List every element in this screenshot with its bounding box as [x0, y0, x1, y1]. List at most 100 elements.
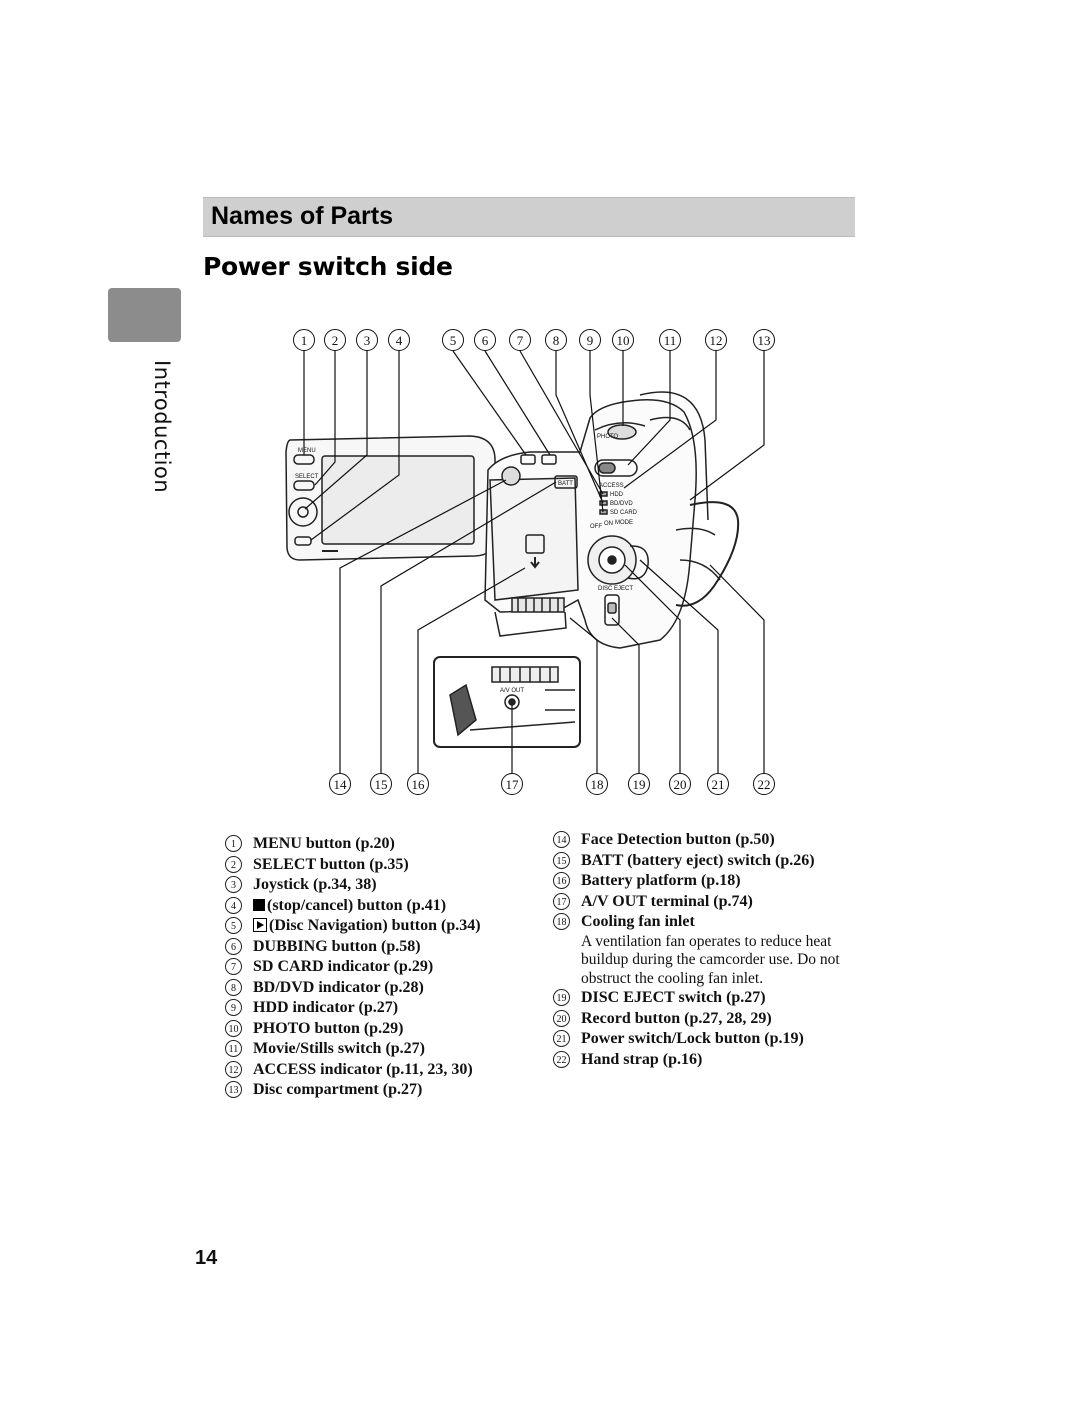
cam-label-off: OFF: [590, 524, 602, 530]
part-number: 2: [225, 855, 242, 873]
section-subtitle: Power switch side: [203, 252, 453, 281]
part-number: 14: [553, 831, 570, 848]
part-label: DISC EJECT switch (p.27): [581, 989, 766, 1006]
part-item: 5 (Disc Navigation) button (p.34): [225, 916, 515, 937]
part-item: 7 SD CARD indicator (p.29): [225, 957, 515, 978]
cam-label-on: ON: [604, 521, 613, 527]
part-item: 14 Face Detection button (p.50): [553, 830, 843, 851]
part-item: 15 BATT (battery eject) switch (p.26): [553, 851, 843, 872]
part-number: 15: [553, 851, 570, 869]
part-label: Battery platform (p.18): [581, 872, 741, 889]
stop-square-icon: [253, 898, 265, 911]
part-label: Record button (p.27, 28, 29): [581, 1009, 772, 1027]
parts-list-right: 14 Face Detection button (p.50) 15 BATT (ba…: [553, 830, 843, 1070]
part-item: 8 BD/DVD indicator (p.28): [225, 978, 515, 999]
callout-10: 10: [612, 329, 634, 351]
callout-8: 8: [545, 329, 567, 351]
title-banner: Names of Parts: [203, 197, 855, 237]
part-label: MENU button (p.20): [253, 835, 395, 852]
page-title: Names of Parts: [211, 202, 394, 230]
callout-16: 16: [407, 773, 429, 795]
callout-1: 1: [293, 329, 315, 351]
part-label: (stop/cancel) button (p.41): [267, 896, 447, 914]
part-label: Movie/Stills switch (p.27): [253, 1040, 425, 1057]
cam-label-bddvd: BD/DVD: [610, 501, 633, 507]
part-label: Cooling fan inlet: [581, 913, 695, 930]
part-number: 10: [225, 1019, 242, 1037]
part-label: Disc compartment (p.27): [253, 1081, 423, 1098]
cam-label-access: ACCESS: [599, 483, 624, 489]
part-number: 6: [225, 937, 242, 955]
part-label: HDD indicator (p.27): [253, 999, 399, 1016]
callout-9: 9: [579, 329, 601, 351]
callout-22: 22: [753, 773, 775, 795]
cam-label-sdcard: SD CARD: [610, 510, 638, 516]
callout-17: 17: [501, 773, 523, 795]
part-label: Hand strap (p.16): [581, 1050, 703, 1068]
part-label: PHOTO button (p.29): [253, 1019, 404, 1037]
callout-4: 4: [388, 329, 410, 351]
part-label: Face Detection button (p.50): [581, 831, 775, 848]
part-label: BATT (battery eject) switch (p.26): [581, 851, 815, 869]
part-item: 6 DUBBING button (p.58): [225, 937, 515, 958]
play-box-icon: [253, 918, 267, 932]
cam-label-mode: MODE: [615, 520, 633, 526]
part-item: 4 (stop/cancel) button (p.41): [225, 896, 515, 917]
part-number: 3: [225, 876, 242, 893]
part-number: 19: [553, 989, 570, 1006]
part-number: 22: [553, 1050, 570, 1068]
section-label: Introduction: [150, 360, 174, 494]
part-number: 20: [553, 1009, 570, 1027]
callout-20: 20: [669, 773, 691, 795]
part-label: Joystick (p.34, 38): [253, 876, 377, 893]
part-item: 20 Record button (p.27, 28, 29): [553, 1009, 843, 1030]
callout-2: 2: [324, 329, 346, 351]
part-description: A ventilation fan operates to reduce hea…: [581, 932, 840, 987]
cam-label-menu: MENU: [298, 448, 316, 454]
part-label: BD/DVD indicator (p.28): [253, 978, 424, 996]
part-item: 3 Joystick (p.34, 38): [225, 875, 515, 896]
callout-3: 3: [356, 329, 378, 351]
part-number: 11: [225, 1040, 242, 1057]
part-item: 12 ACCESS indicator (p.11, 23, 30): [225, 1060, 515, 1081]
callout-12: 12: [705, 329, 727, 351]
part-item: 10 PHOTO button (p.29): [225, 1019, 515, 1040]
part-item: 11 Movie/Stills switch (p.27): [225, 1039, 515, 1060]
part-label: A/V OUT terminal (p.74): [581, 892, 753, 910]
cam-label-batt: BATT: [558, 481, 573, 487]
part-number: 4: [225, 896, 242, 914]
part-number: 12: [225, 1060, 242, 1078]
callout-13: 13: [753, 329, 775, 351]
part-number: 7: [225, 958, 242, 975]
part-item: 22 Hand strap (p.16): [553, 1050, 843, 1071]
callout-7: 7: [509, 329, 531, 351]
part-number: 8: [225, 978, 242, 996]
callout-6: 6: [474, 329, 496, 351]
cam-label-disc-eject: DISC EJECT: [598, 586, 633, 592]
part-item: 19 DISC EJECT switch (p.27): [553, 988, 843, 1009]
callout-21: 21: [707, 773, 729, 795]
part-label: ACCESS indicator (p.11, 23, 30): [253, 1060, 473, 1078]
section-tab: [108, 288, 181, 342]
part-number: 16: [553, 872, 570, 889]
part-number: 21: [553, 1030, 570, 1047]
part-label: (Disc Navigation) button (p.34): [269, 917, 481, 934]
part-item: 16 Battery platform (p.18): [553, 871, 843, 892]
cam-label-select: SELECT: [295, 474, 319, 480]
part-label: DUBBING button (p.58): [253, 937, 421, 955]
cam-label-hdd: HDD: [610, 492, 624, 498]
part-label: SD CARD indicator (p.29): [253, 958, 434, 975]
part-label: SELECT button (p.35): [253, 855, 409, 873]
part-item: 2 SELECT button (p.35): [225, 855, 515, 876]
callout-14: 14: [329, 773, 351, 795]
part-number: 5: [225, 917, 242, 934]
callout-11: 11: [659, 329, 681, 351]
